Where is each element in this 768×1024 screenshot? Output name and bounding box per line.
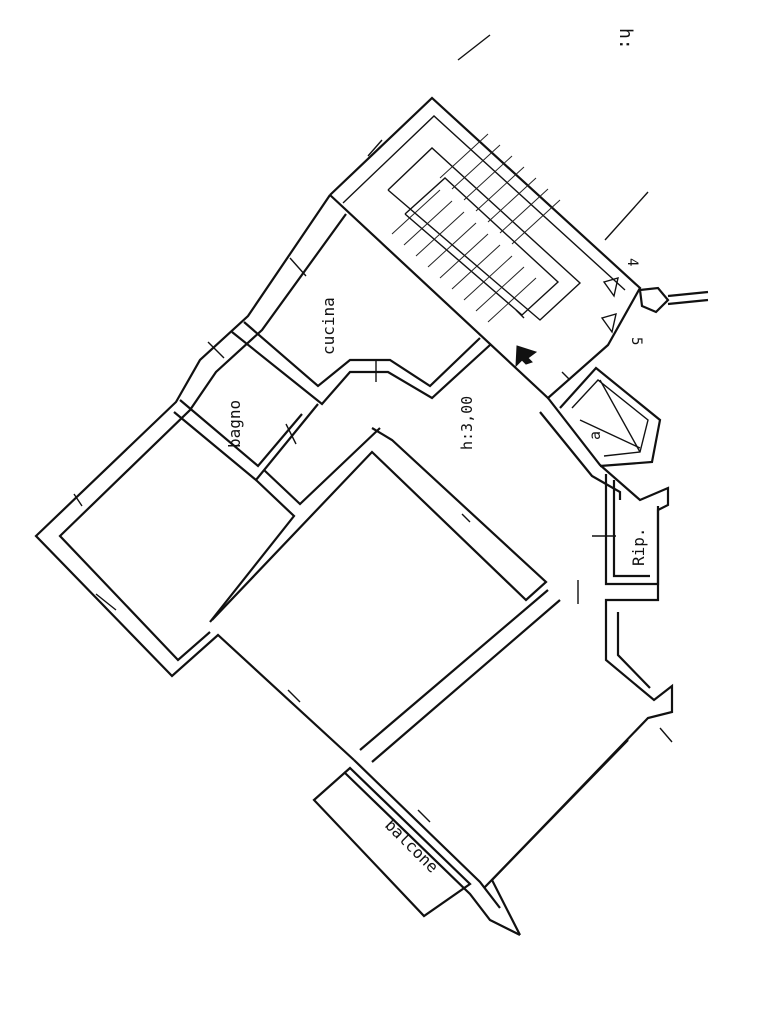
interior-walls: [173, 321, 662, 763]
stair-number-5: 5: [628, 337, 644, 345]
room-label-kitchen: cucina: [319, 297, 338, 355]
stairwell: 4 5: [329, 96, 709, 400]
corner-label: h:: [615, 28, 636, 50]
room-label-bathroom: bagno: [225, 400, 244, 448]
room-label-storage: Rip.: [629, 527, 648, 566]
room-label-balcony: balcone: [381, 815, 442, 876]
apartment-walls: [34, 194, 674, 936]
stair-number-4: 4: [624, 258, 640, 266]
room-label-lift: a: [586, 431, 604, 440]
site-line-right: [604, 191, 649, 241]
entry-arrow-icon: [515, 345, 538, 368]
site-line-top: [457, 34, 491, 61]
balcony-outline: [312, 766, 472, 918]
ceiling-height-label: h:3,00: [458, 396, 476, 450]
opening-marks: [73, 139, 673, 823]
